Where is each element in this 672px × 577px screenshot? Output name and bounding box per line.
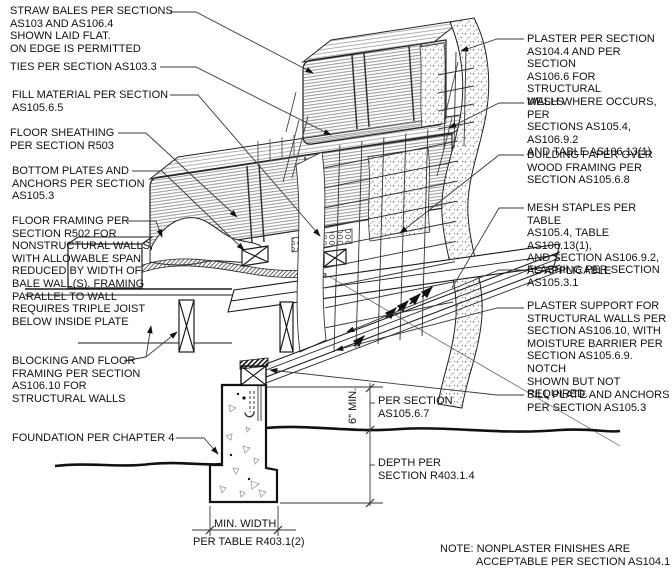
label-mesh: MESH WHERE OCCURS, PER SECTIONS AS105.4,… [527,96,657,159]
label-floor-sheathing: FLOOR SHEATHING PER SECTION R503 [10,127,115,152]
label-mesh-staples: MESH STAPLES PER TABLE AS105.4, TABLE AS… [527,202,660,277]
label-straw-bales: STRAW BALES PER SECTIONS AS103 AND AS106… [10,5,173,55]
grade-lines [54,425,621,468]
dim-depth: DEPTH PER SECTION R403.1.4 [378,457,475,482]
label-flashing: FLASHING PER SECTION AS105.3.1 [527,264,660,289]
label-plaster-support: PLASTER SUPPORT FOR STRUCTURAL WALLS PER… [527,300,667,401]
concrete-texture [219,404,267,498]
dim-six-inch-min: 6" MIN. [347,387,359,424]
note-line2: ACCEPTABLE PER SECTION AS104.1 [476,556,671,568]
building-paper-sheet [295,151,327,353]
mesh-staples-arrows [352,286,433,348]
dim-min-width-table: PER TABLE R403.1(2) [193,536,305,548]
dim-min-width: MIN. WIDTH [214,518,277,530]
dimension-lines [192,383,383,536]
label-bottom-plates: BOTTOM PLATES AND ANCHORS PER SECTION AS… [12,165,145,203]
leader-lines [118,11,524,455]
label-blocking: BLOCKING AND FLOOR FRAMING PER SECTION A… [12,355,141,405]
label-fill-material: FILL MATERIAL PER SECTION AS105.6.5 [12,89,169,114]
foundation [208,357,279,504]
label-ties: TIES PER SECTION AS103.3 [10,61,157,73]
note-line1: NOTE: NONPLASTER FINISHES ARE [440,543,631,555]
mesh-whiskers [257,135,295,163]
dim-per-section-as10567: PER SECTION AS105.6.7 [378,395,453,420]
label-foundation: FOUNDATION PER CHAPTER 4 [12,432,175,444]
label-plaster: PLASTER PER SECTION AS104.4 AND PER SECT… [527,33,655,108]
label-floor-framing: FLOOR FRAMING PER SECTION R502 FOR NONST… [12,215,153,328]
plaster-band [437,17,490,409]
label-sill-plate: SILL PLATE AND ANCHORS PER SECTION AS105… [527,389,670,414]
label-building-paper: BUILDING PAPER OVER WOOD FRAMING PER SEC… [527,149,653,187]
